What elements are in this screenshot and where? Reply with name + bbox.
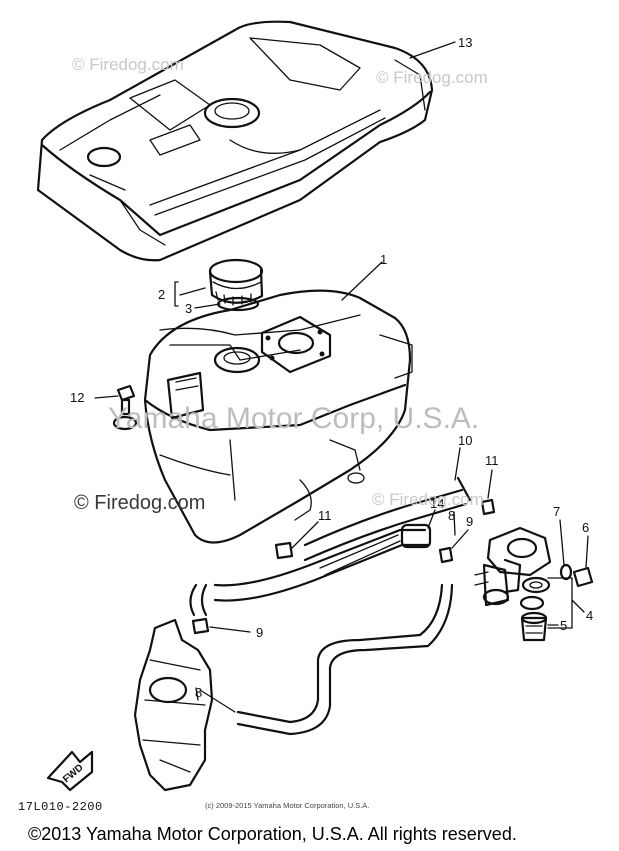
carburetor: [133, 618, 236, 792]
hose-clip-9a: [438, 546, 454, 564]
fuel-cock: [474, 526, 552, 607]
callout-1: 1: [380, 252, 387, 267]
leader-13: [409, 41, 456, 59]
callout-11a: 11: [485, 453, 499, 468]
fuel-hose-10: [303, 476, 472, 562]
leader-4: [571, 599, 585, 613]
screw-6: [572, 566, 594, 588]
diagram-code: 17L010-2200: [18, 800, 103, 814]
leader-12: [94, 395, 119, 399]
callout-13: 13: [458, 35, 472, 50]
callout-14: 14: [430, 496, 444, 511]
watermark-firedog-top-left: © Firedog.com: [72, 55, 184, 74]
callout-9a: 9: [466, 514, 473, 529]
leader-7: [559, 519, 565, 566]
watermark-yamaha: Yamaha Motor Corp, U.S.A.: [108, 402, 480, 435]
callout-9b: 9: [256, 625, 263, 640]
fuel-cap: [208, 258, 264, 312]
bracket-4-5: [547, 577, 573, 629]
bracket-2-3: [174, 281, 179, 307]
watermark-firedog-mid: © Firedog.com: [74, 492, 206, 514]
leader-9a: [451, 529, 469, 549]
callout-8b: 8: [195, 685, 202, 700]
leader-11a: [487, 469, 493, 499]
callout-12: 12: [70, 390, 84, 405]
fuel-tank: [143, 289, 413, 544]
leader-8b: [195, 687, 199, 701]
forward-arrow-icon: FWD: [46, 750, 94, 792]
washer-7: [559, 563, 573, 581]
hose-clip-9b: [191, 617, 210, 635]
callout-6: 6: [582, 520, 589, 535]
strainer-cup-5: [520, 611, 548, 642]
callout-4: 4: [586, 608, 593, 623]
leader-14: [427, 509, 436, 529]
washer-4: [521, 576, 551, 594]
callout-11b: 11: [318, 508, 332, 523]
leader-9b: [209, 626, 251, 633]
small-copyright: (c) 2009-2015 Yamaha Motor Corporation, …: [205, 801, 370, 810]
leader-6: [585, 535, 589, 569]
callout-2: 2: [158, 287, 165, 302]
callout-3: 3: [185, 301, 192, 316]
hose-14: [213, 523, 432, 602]
fwd-label: FWD: [61, 762, 86, 785]
callout-5: 5: [560, 618, 567, 633]
leader-3: [194, 303, 221, 309]
callout-7: 7: [553, 504, 560, 519]
fuel-tank-cover: [36, 20, 434, 262]
o-ring-4: [519, 595, 545, 611]
callout-8a: 8: [448, 508, 455, 523]
copyright-footer: ©2013 Yamaha Motor Corporation, U.S.A. A…: [28, 824, 517, 844]
watermark-firedog-top-right: © Firedog.com: [376, 68, 488, 87]
callout-10: 10: [458, 433, 472, 448]
bolt-12: [112, 384, 138, 431]
leader-11b: [291, 521, 319, 549]
watermark-firedog-mid-right: © Firedog.com: [372, 490, 484, 509]
hose-clip-11b: [274, 541, 294, 560]
leader-10: [454, 447, 461, 481]
leader-8a: [453, 511, 456, 536]
hose-clip-11a: [480, 498, 496, 516]
fuel-hose-long: [189, 583, 454, 736]
leader-1: [341, 261, 383, 301]
leader-2: [179, 287, 206, 296]
